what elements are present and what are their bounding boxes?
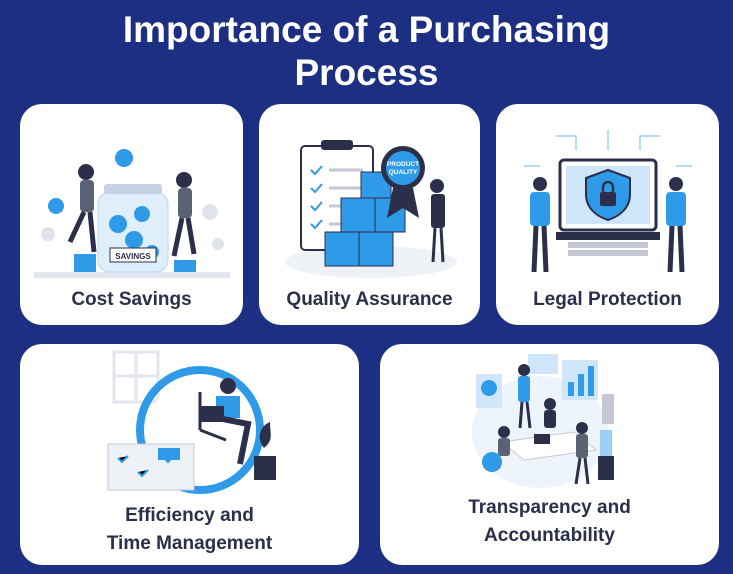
card-cost-savings: SAVINGS Cost Savings <box>20 104 243 325</box>
cost-savings-illustration: SAVINGS <box>34 149 230 278</box>
page-title-line-2: Process <box>294 52 439 93</box>
quality-assurance-illustration: PRODUCT QUALITY <box>285 140 457 278</box>
card-label-line-2: Accountability <box>484 525 615 546</box>
card-transparency-accountability: Transparency and Accountability <box>380 344 719 565</box>
card-label: Transparency and Accountability <box>380 494 719 550</box>
legal-protection-illustration <box>524 130 692 273</box>
card-legal-protection: Legal Protection <box>496 104 719 325</box>
jar-label: SAVINGS <box>115 252 151 261</box>
card-label-line-1: Efficiency and <box>125 505 254 526</box>
card-label-line-2: Time Management <box>106 533 273 554</box>
badge-line-1: PRODUCT <box>387 161 419 168</box>
page-title: Importance of a Purchasing Process <box>0 8 733 94</box>
card-efficiency-time-management: Efficiency and Time Management <box>20 344 359 565</box>
efficiency-illustration <box>107 350 276 494</box>
card-quality-assurance: PRODUCT QUALITY Quality Assurance <box>259 104 480 325</box>
page-title-line-1: Importance of a Purchasing <box>122 9 611 50</box>
card-label-line-1: Transparency and <box>468 497 631 518</box>
card-label: Legal Protection <box>533 289 682 310</box>
card-label: Efficiency and Time Management <box>20 502 359 558</box>
badge-line-2: QUALITY <box>389 169 418 176</box>
card-label: Quality Assurance <box>286 289 453 310</box>
card-label: Cost Savings <box>71 289 192 310</box>
transparency-illustration <box>472 354 614 488</box>
